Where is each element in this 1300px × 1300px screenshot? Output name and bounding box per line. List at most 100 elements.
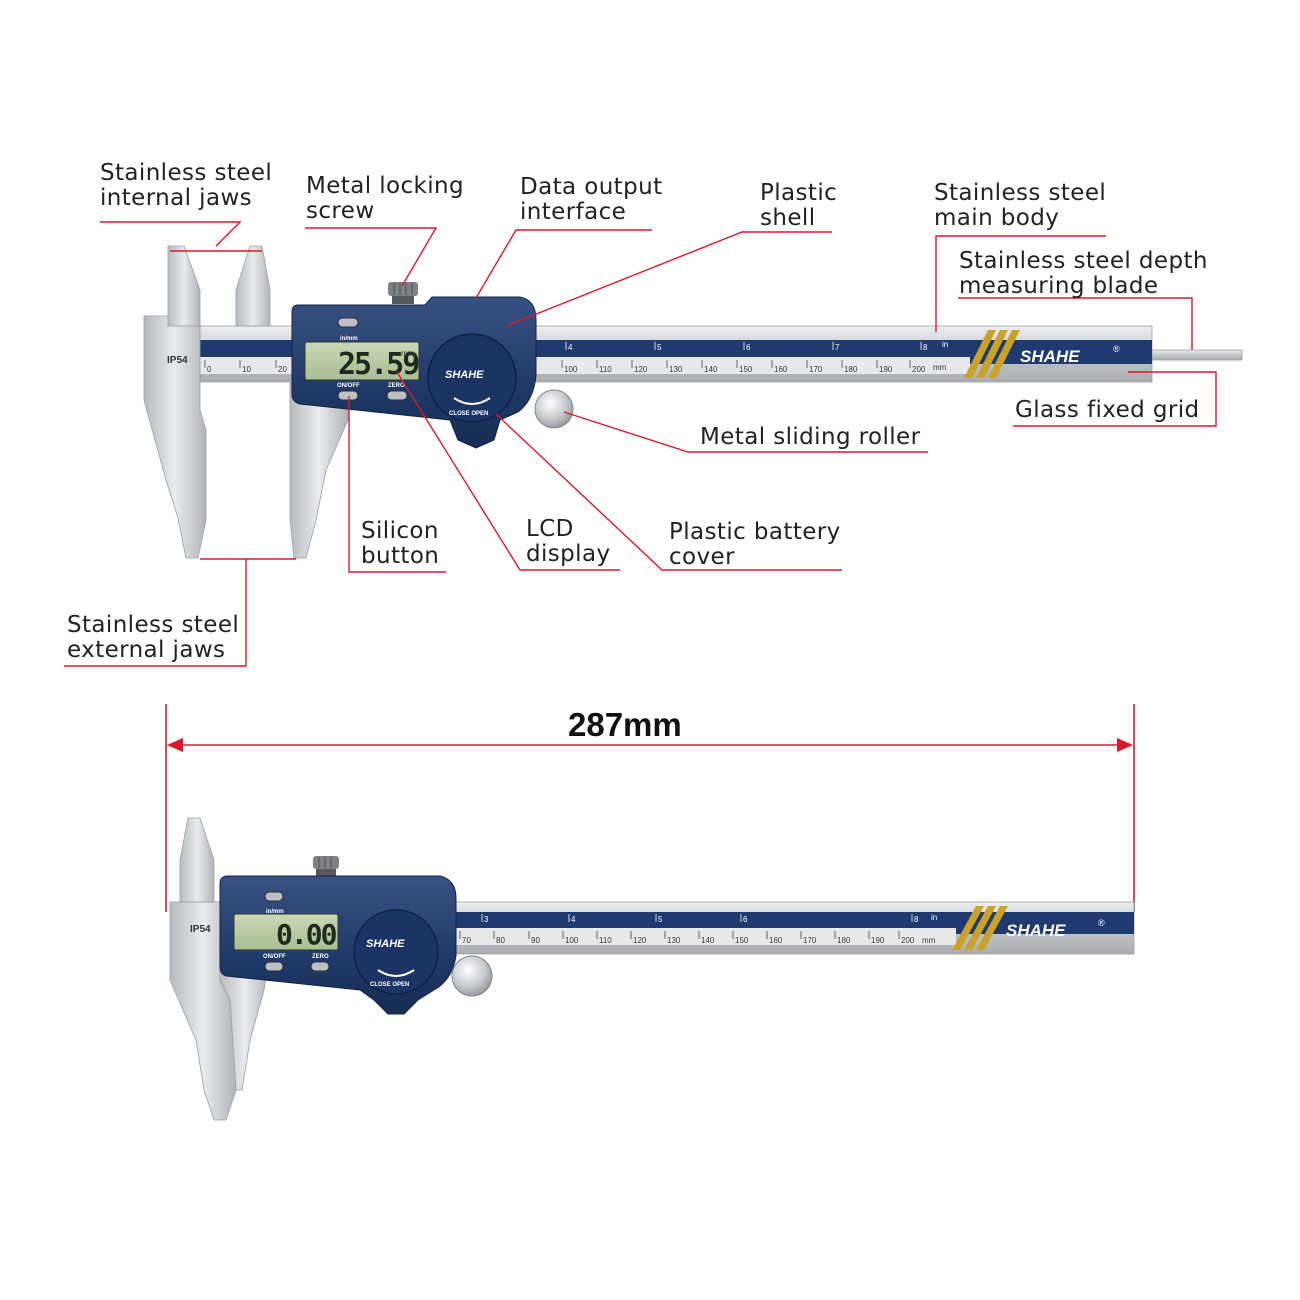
label-plastic-shell-2: shell — [760, 205, 816, 231]
inch-scale-top: 4 5 6 7 8 — [565, 342, 928, 352]
mm-scale-top-label: 190 — [879, 365, 893, 374]
label-data-output-2: interface — [520, 199, 626, 225]
mm-scale-top-label: 200 — [912, 365, 926, 374]
label-glass-grid: Glass fixed grid — [1015, 397, 1199, 423]
inch-scale-top-label: 8 — [923, 343, 928, 352]
label-internal-jaws-2: internal jaws — [100, 185, 252, 211]
mm-scale-bottom-label: 70 — [462, 936, 471, 945]
mode-label-bottom: in/mm — [266, 909, 284, 915]
cover-label-bottom: CLOSE OPEN — [370, 982, 409, 988]
mm-scale-top-label: 110 — [599, 365, 612, 374]
mm-unit-top: mm — [933, 363, 947, 372]
mm-scale-top-label: 10 — [242, 365, 251, 374]
mm-scale-bottom-label: 140 — [701, 936, 715, 945]
inch-scale-top-label: 5 — [657, 343, 662, 352]
registered-icon: ® — [1113, 344, 1120, 354]
lcd-reading-top: 25.59 — [338, 347, 419, 382]
mm-scale-top-label: 130 — [669, 365, 683, 374]
mm-scale-bottom-label: 80 — [496, 936, 505, 945]
mm-scale-bottom-label: 150 — [735, 936, 749, 945]
in-unit-bottom: in — [931, 913, 937, 922]
length-dimension: 287mm — [165, 704, 1135, 912]
label-main-body-1: Stainless steel — [934, 180, 1106, 206]
label-battery-cover-2: cover — [669, 544, 735, 570]
lcd-unit-top: mm — [401, 349, 415, 358]
inch-scale-top-label: 6 — [746, 343, 751, 352]
mm-scale-top-label: 140 — [704, 365, 718, 374]
mm-scale-top-label: 20 — [278, 365, 287, 374]
sliding-roller-top[interactable] — [534, 389, 574, 429]
mm-scale-top-label: 120 — [634, 365, 648, 374]
mode-button-bottom[interactable] — [264, 891, 284, 902]
internal-jaws-bottom — [179, 817, 215, 903]
on-off-label-top: ON/OFF — [337, 383, 360, 389]
mode-label-top: in/mm — [340, 336, 358, 342]
label-depth-blade-2: measuring blade — [959, 273, 1158, 299]
mm-scale-top-label: 100 — [564, 365, 578, 374]
locking-screw-top — [388, 282, 418, 304]
lcd-reading-bottom: 0.00 — [276, 918, 337, 951]
mm-scale-bottom-label: 100 — [565, 936, 579, 945]
label-locking-screw-2: screw — [306, 198, 375, 224]
mm-scale-top-label: 180 — [844, 365, 858, 374]
sliding-roller-bottom[interactable] — [451, 955, 493, 997]
label-silicon-button-1: Silicon — [361, 518, 439, 544]
zero-button-bottom[interactable] — [310, 961, 330, 972]
mm-strip-bottom — [456, 928, 956, 945]
dimension-label: 287mm — [568, 706, 682, 743]
on-off-label-bottom: ON/OFF — [263, 954, 286, 960]
label-data-output-1: Data output — [520, 174, 663, 200]
mm-scale-bottom-label: 160 — [769, 936, 783, 945]
mm-scale-top-label: 150 — [739, 365, 753, 374]
label-sliding-roller: Metal sliding roller — [700, 424, 921, 450]
zero-label-top: ZERO — [388, 383, 405, 389]
label-locking-screw-1: Metal locking — [306, 173, 464, 199]
locking-screw-bottom — [313, 856, 339, 876]
battery-cover-bottom[interactable] — [353, 909, 439, 995]
brand-logo-bottom: SHAHE — [1006, 921, 1066, 940]
battery-cover-top[interactable] — [427, 333, 517, 423]
label-lcd-display-2: display — [526, 541, 610, 567]
label-external-jaws-2: external jaws — [67, 637, 225, 663]
label-plastic-shell-1: Plastic — [760, 180, 837, 206]
callout-labels: Stainless steel internal jaws Metal lock… — [67, 160, 1208, 663]
mm-scale-bottom-label: 170 — [803, 936, 817, 945]
mm-scale-bottom-label: 90 — [531, 936, 540, 945]
rotate-arrow-icon-bottom — [377, 969, 415, 977]
inch-scale-top-label: 7 — [835, 343, 840, 352]
mm-scale-bottom-label: 130 — [667, 936, 681, 945]
lcd-screen-top — [304, 341, 420, 381]
ip-rating-bottom: IP54 — [190, 924, 211, 935]
inch-scale-top-label: 4 — [568, 343, 573, 352]
mm-scale-bottom-label: 120 — [633, 936, 647, 945]
ip-rating-top: IP54 — [167, 355, 188, 366]
cover-label-top: CLOSE OPEN — [449, 411, 488, 417]
mm-scale-bottom-label: 190 — [871, 936, 885, 945]
label-internal-jaws-1: Stainless steel — [100, 160, 272, 186]
label-depth-blade-1: Stainless steel depth — [959, 248, 1208, 274]
lcd-screen-bottom — [233, 913, 339, 951]
label-battery-cover-1: Plastic battery — [669, 519, 841, 545]
gold-stripes-top — [964, 330, 1020, 378]
label-external-jaws-1: Stainless steel — [67, 612, 239, 638]
brand-cover-bottom: SHAHE — [366, 938, 405, 950]
brand-cover-top: SHAHE — [445, 369, 484, 381]
on-off-button-bottom[interactable] — [264, 961, 284, 972]
fixed-jaw-top — [143, 315, 207, 559]
mm-unit-bottom: mm — [922, 936, 936, 945]
brand-logo-top: SHAHE — [1020, 347, 1080, 366]
depth-blade — [1149, 349, 1243, 361]
mm-scale-bottom-label: 200 — [901, 936, 915, 945]
label-silicon-button-2: button — [361, 543, 439, 569]
zero-button-top[interactable] — [386, 390, 408, 401]
in-unit-top: in — [942, 340, 948, 349]
inch-scale-bottom-label: 5 — [658, 915, 663, 924]
mode-button-top[interactable] — [337, 317, 359, 328]
on-off-button-top[interactable] — [337, 390, 359, 401]
inch-scale-bottom-label: 8 — [914, 915, 919, 924]
